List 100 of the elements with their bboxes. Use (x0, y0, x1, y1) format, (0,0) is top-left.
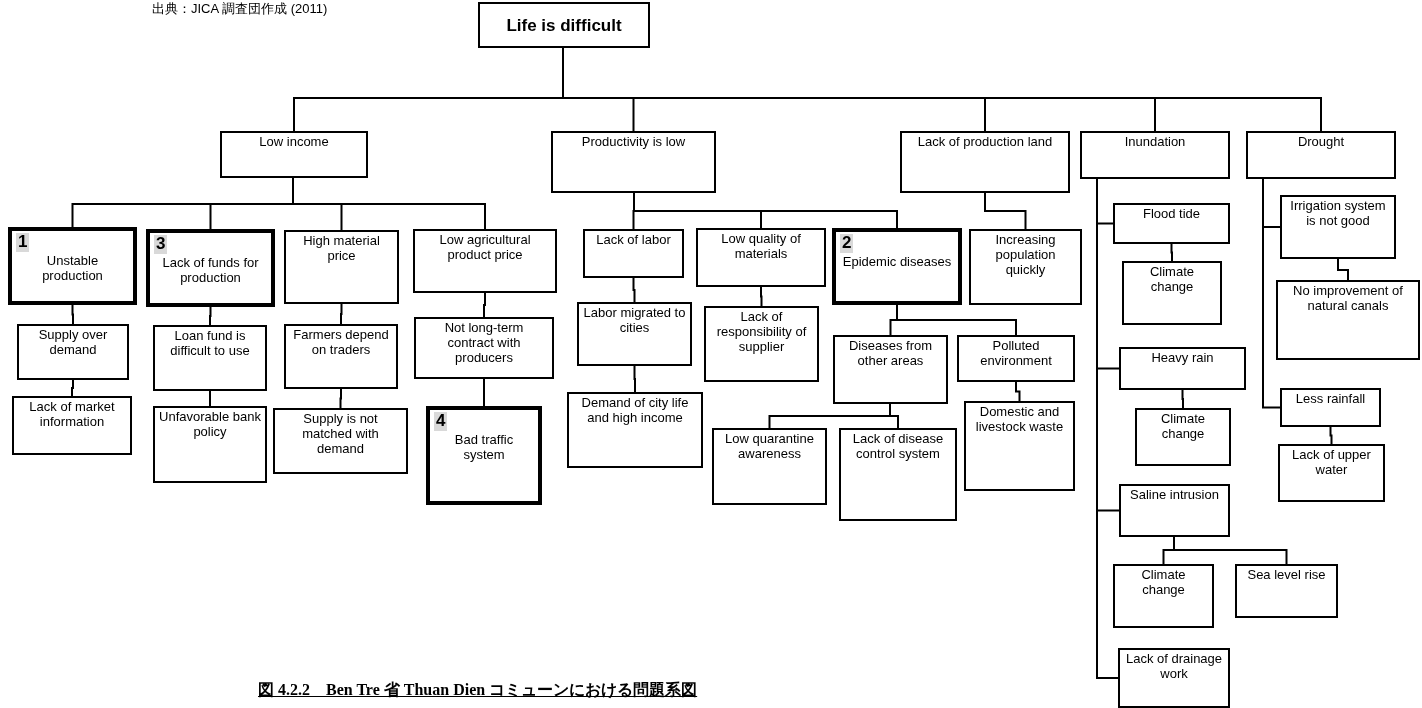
cause-box (712, 428, 827, 505)
box-text: Climate change (1159, 412, 1207, 442)
cause-box (551, 131, 716, 193)
box-text: Life is difficult (506, 16, 622, 36)
cause-box (1280, 388, 1381, 427)
cause-box (696, 228, 826, 287)
box-text: Unfavorable bank policy (159, 410, 261, 440)
box-text: Saline intrusion (1130, 488, 1219, 503)
cause-box (426, 406, 542, 505)
box-text: Unstable production (41, 253, 104, 284)
cause-box (220, 131, 368, 178)
box-text: Labor migrated to cities (583, 306, 686, 336)
connector-line (760, 286, 763, 307)
box-text: Demand of city life and high income (580, 396, 690, 426)
cause-box (1119, 347, 1246, 390)
source-note: 出典：JICA 調査団作成 (2011) (152, 0, 328, 18)
box-text: Lack of responsibility of supplier (715, 310, 808, 355)
box-text: Low agricultural product price (438, 233, 532, 263)
box-text: Inundation (1124, 135, 1186, 150)
cause-box (8, 227, 137, 305)
box-text: Lack of drainage work (1124, 652, 1224, 682)
connector-line (1015, 381, 1021, 402)
box-text: Drought (1297, 135, 1345, 150)
cause-box (1135, 408, 1231, 466)
box-text: Increasing population quickly (994, 233, 1057, 278)
connector-line (1173, 536, 1288, 565)
connector-line (209, 306, 212, 326)
cause-box (900, 131, 1070, 193)
cause-box (1122, 261, 1222, 325)
cause-box (478, 2, 650, 48)
box-text: Lack of upper water (1291, 448, 1372, 478)
box-text: Climate change (1140, 568, 1187, 598)
box-text: Flood tide (1142, 207, 1201, 222)
box-text: Heavy rain (1151, 351, 1214, 366)
box-text: Loan fund is difficult to use (169, 329, 251, 359)
box-text: Irrigation system is not good (1289, 199, 1387, 229)
box-text: No improvement of natural canals (1292, 284, 1404, 314)
box-text: Sea level rise (1247, 568, 1326, 583)
priority-number: 4 (434, 412, 448, 431)
cause-box (1278, 444, 1385, 502)
connector-line (71, 304, 74, 325)
cause-box (839, 428, 957, 521)
cause-box (146, 229, 275, 307)
connector-line (632, 277, 636, 303)
cause-box (969, 229, 1082, 305)
connector-line (1337, 258, 1349, 281)
connector-line (339, 388, 342, 409)
cause-box (567, 392, 703, 468)
connector-line (209, 390, 211, 407)
box-text: Climate change (1148, 265, 1196, 295)
cause-box (583, 229, 684, 278)
cause-box (17, 324, 129, 380)
priority-number: 1 (16, 233, 30, 252)
box-text: Epidemic diseases (842, 254, 952, 270)
box-text: Polluted environment (979, 339, 1053, 369)
cause-box (273, 408, 408, 474)
connector-line (1262, 178, 1281, 409)
cause-box (957, 335, 1075, 382)
connector-line (889, 403, 899, 429)
cause-box (832, 228, 962, 305)
box-text: Low quarantine awareness (724, 432, 815, 462)
box-text: Lack of market information (28, 400, 116, 430)
box-text: Lack of funds for production (161, 255, 260, 286)
box-text: Bad traffic system (453, 432, 515, 463)
connector-line (1181, 389, 1184, 409)
box-text: Diseases from other areas (847, 339, 934, 369)
priority-number: 3 (154, 235, 168, 254)
cause-box (1119, 484, 1230, 537)
cause-box (153, 406, 267, 483)
cause-box (12, 396, 132, 455)
cause-box (577, 302, 692, 366)
cause-box (1276, 280, 1420, 360)
cause-box (1113, 203, 1230, 244)
connector-line (71, 379, 74, 397)
box-text: High material price (302, 234, 381, 264)
box-text: Low income (259, 135, 329, 150)
cause-box (413, 229, 557, 293)
connector-line (633, 192, 898, 229)
cause-box (153, 325, 267, 391)
connector-line (292, 177, 486, 230)
figure-caption: 図 4.2.2 Ben Tre 省 Thuan Dien コミューンにおける問題系図 (258, 680, 698, 700)
cause-box (414, 317, 554, 379)
box-text: Less rainfall (1295, 392, 1366, 407)
box-text: Lack of production land (917, 135, 1053, 150)
box-text: Lack of disease control system (851, 432, 945, 462)
cause-box (964, 401, 1075, 491)
cause-box (1118, 648, 1230, 708)
connector-line (483, 378, 485, 407)
cause-box (1280, 195, 1396, 259)
box-text: Not long-term contract with producers (443, 321, 525, 366)
cause-box (1080, 131, 1230, 179)
box-text: Productivity is low (581, 135, 686, 150)
cause-box (1235, 564, 1338, 618)
box-text: Supply is not matched with demand (301, 412, 380, 457)
cause-box (704, 306, 819, 382)
cause-box (284, 230, 399, 304)
box-text: Farmers depend on traders (292, 328, 390, 358)
cause-box (284, 324, 398, 389)
box-text: Domestic and livestock waste (974, 405, 1065, 435)
box-text: Supply over demand (37, 328, 109, 358)
